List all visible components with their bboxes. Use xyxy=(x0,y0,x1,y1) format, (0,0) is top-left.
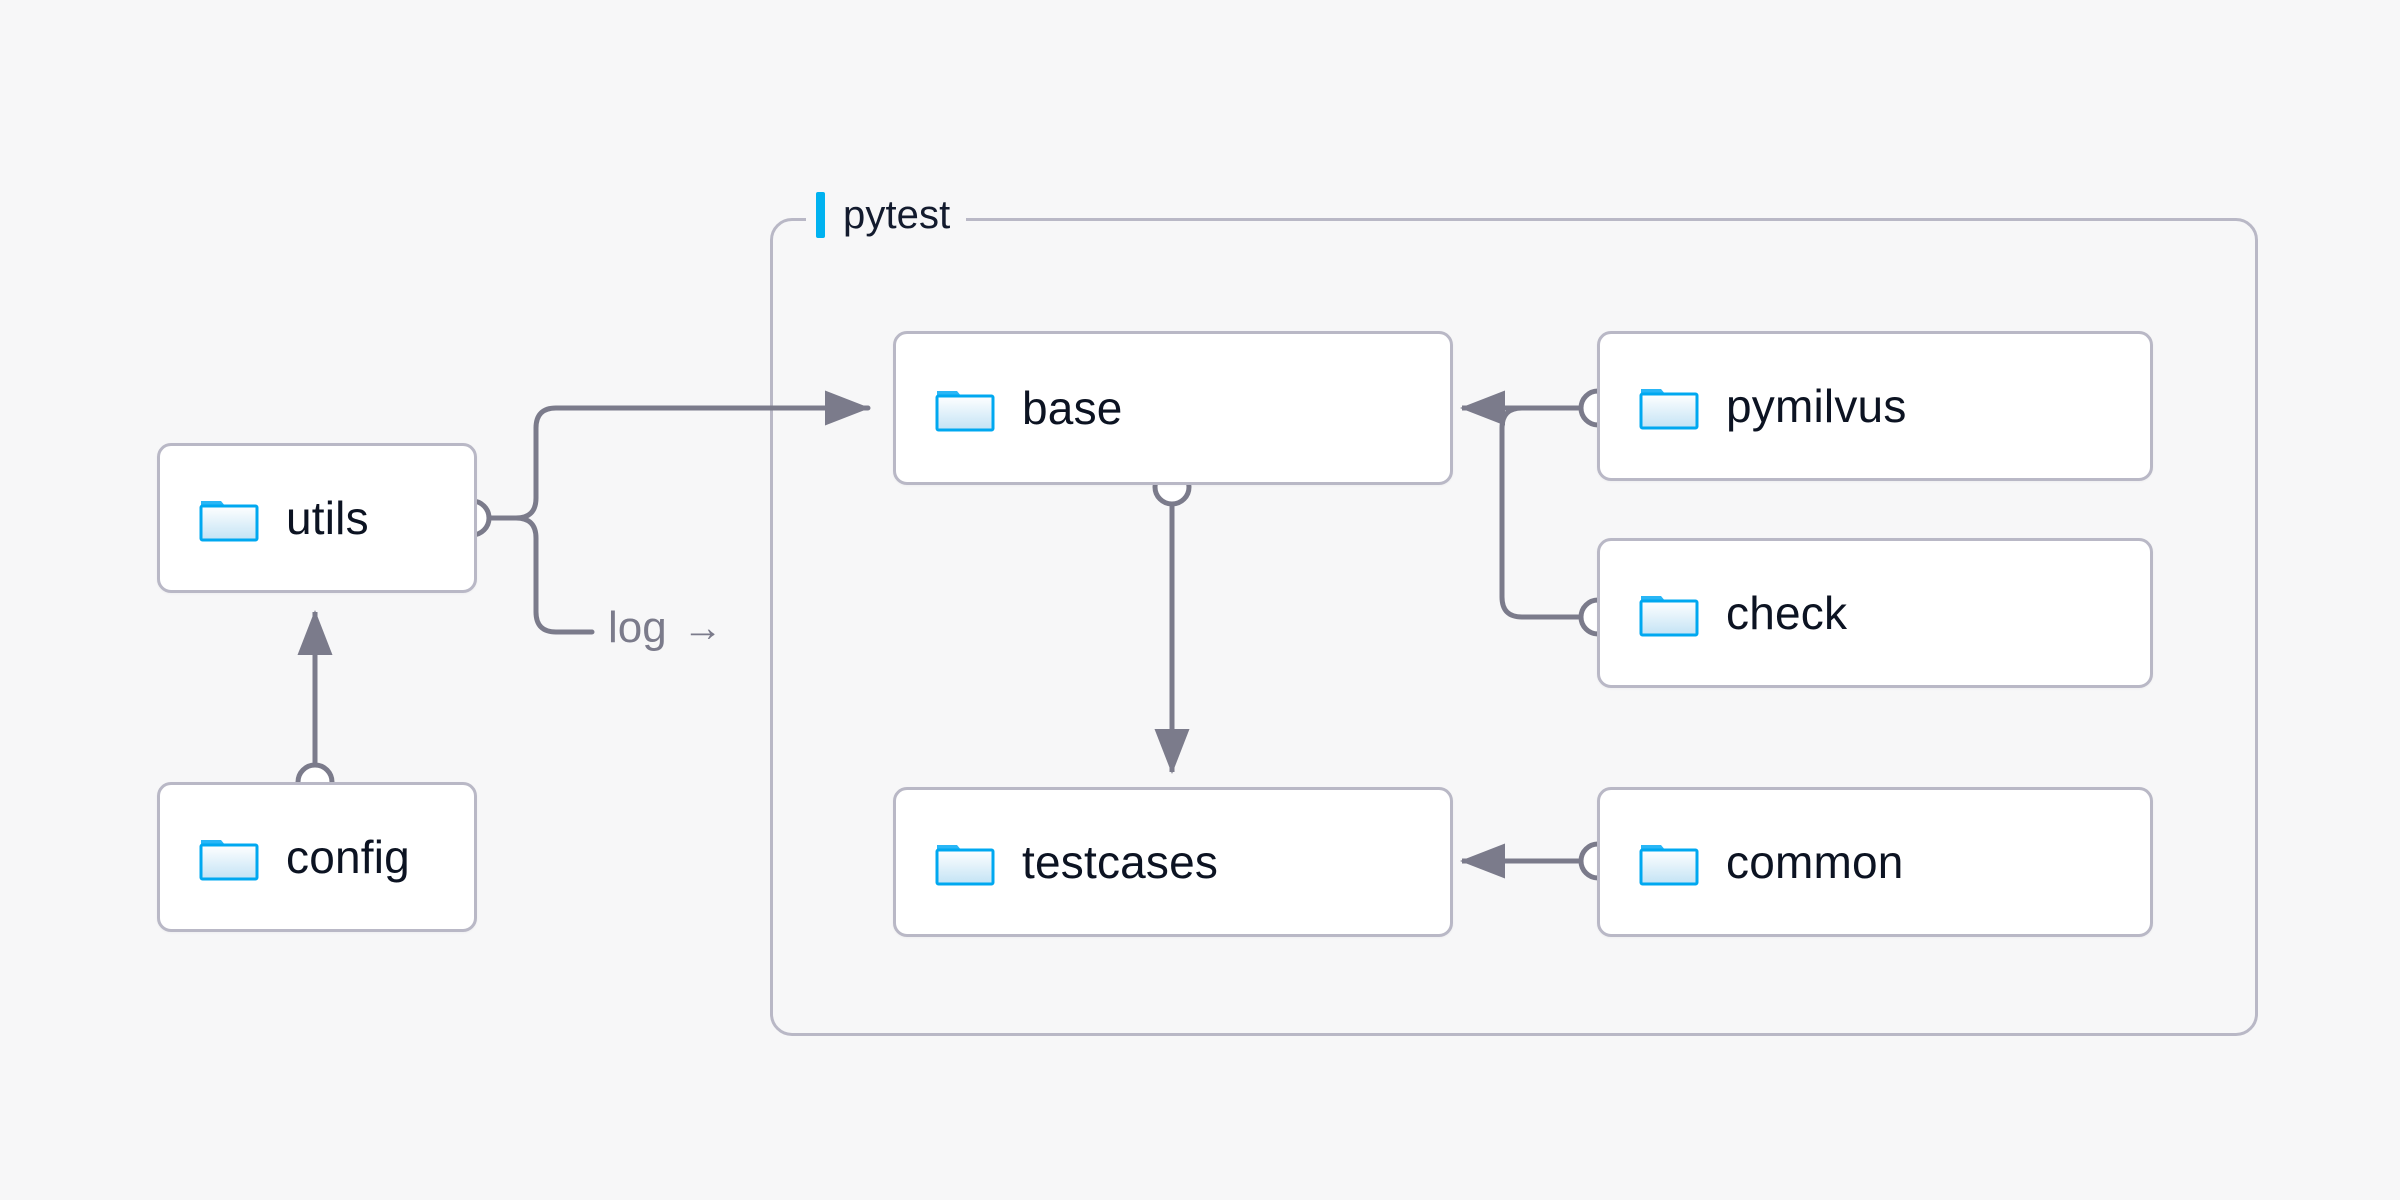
edge-label-log-text: log xyxy=(608,603,667,652)
node-pymilvus-label: pymilvus xyxy=(1726,380,1907,432)
node-testcases-label: testcases xyxy=(1022,836,1219,888)
node-pymilvus-content: pymilvus xyxy=(1600,380,1907,432)
node-utils[interactable]: utils xyxy=(157,443,477,593)
node-utils-label: utils xyxy=(286,492,369,544)
edge-common-testcases xyxy=(1460,841,1618,881)
node-check-label: check xyxy=(1726,587,1848,639)
edge-pymilvus-check-base xyxy=(1460,388,1618,637)
group-container-pytest xyxy=(770,218,2258,1036)
folder-icon xyxy=(199,840,259,881)
edge-utils-log xyxy=(486,515,595,635)
arrow-right-icon: → xyxy=(682,606,723,650)
node-pymilvus[interactable]: pymilvus xyxy=(1597,331,2153,481)
edge-config-utils xyxy=(295,610,335,802)
folder-icon xyxy=(1639,845,1699,886)
node-base[interactable]: base xyxy=(893,331,1453,485)
node-check-content: check xyxy=(1600,587,1847,639)
node-base-content: base xyxy=(896,382,1123,434)
node-config[interactable]: config xyxy=(157,782,477,932)
node-common-content: common xyxy=(1600,836,1904,888)
node-common[interactable]: common xyxy=(1597,787,2153,937)
folder-icon xyxy=(1639,389,1699,430)
folder-icon xyxy=(935,845,995,886)
node-testcases[interactable]: testcases xyxy=(893,787,1453,937)
node-utils-content: utils xyxy=(160,492,369,544)
node-check[interactable]: check xyxy=(1597,538,2153,688)
group-label-pytest: pytest xyxy=(806,188,967,242)
accent-bar-icon xyxy=(816,192,825,238)
edge-base-testcases xyxy=(1152,467,1192,774)
edge-utils-base xyxy=(486,390,871,521)
node-config-label: config xyxy=(286,831,410,883)
edge-label-log: log → xyxy=(598,604,733,652)
node-testcases-content: testcases xyxy=(896,836,1218,888)
folder-icon xyxy=(1639,596,1699,637)
node-base-label: base xyxy=(1022,382,1123,434)
folder-icon xyxy=(935,391,995,432)
folder-icon xyxy=(199,501,259,542)
node-common-label: common xyxy=(1726,836,1904,888)
node-config-content: config xyxy=(160,831,410,883)
group-title-text: pytest xyxy=(843,193,951,237)
